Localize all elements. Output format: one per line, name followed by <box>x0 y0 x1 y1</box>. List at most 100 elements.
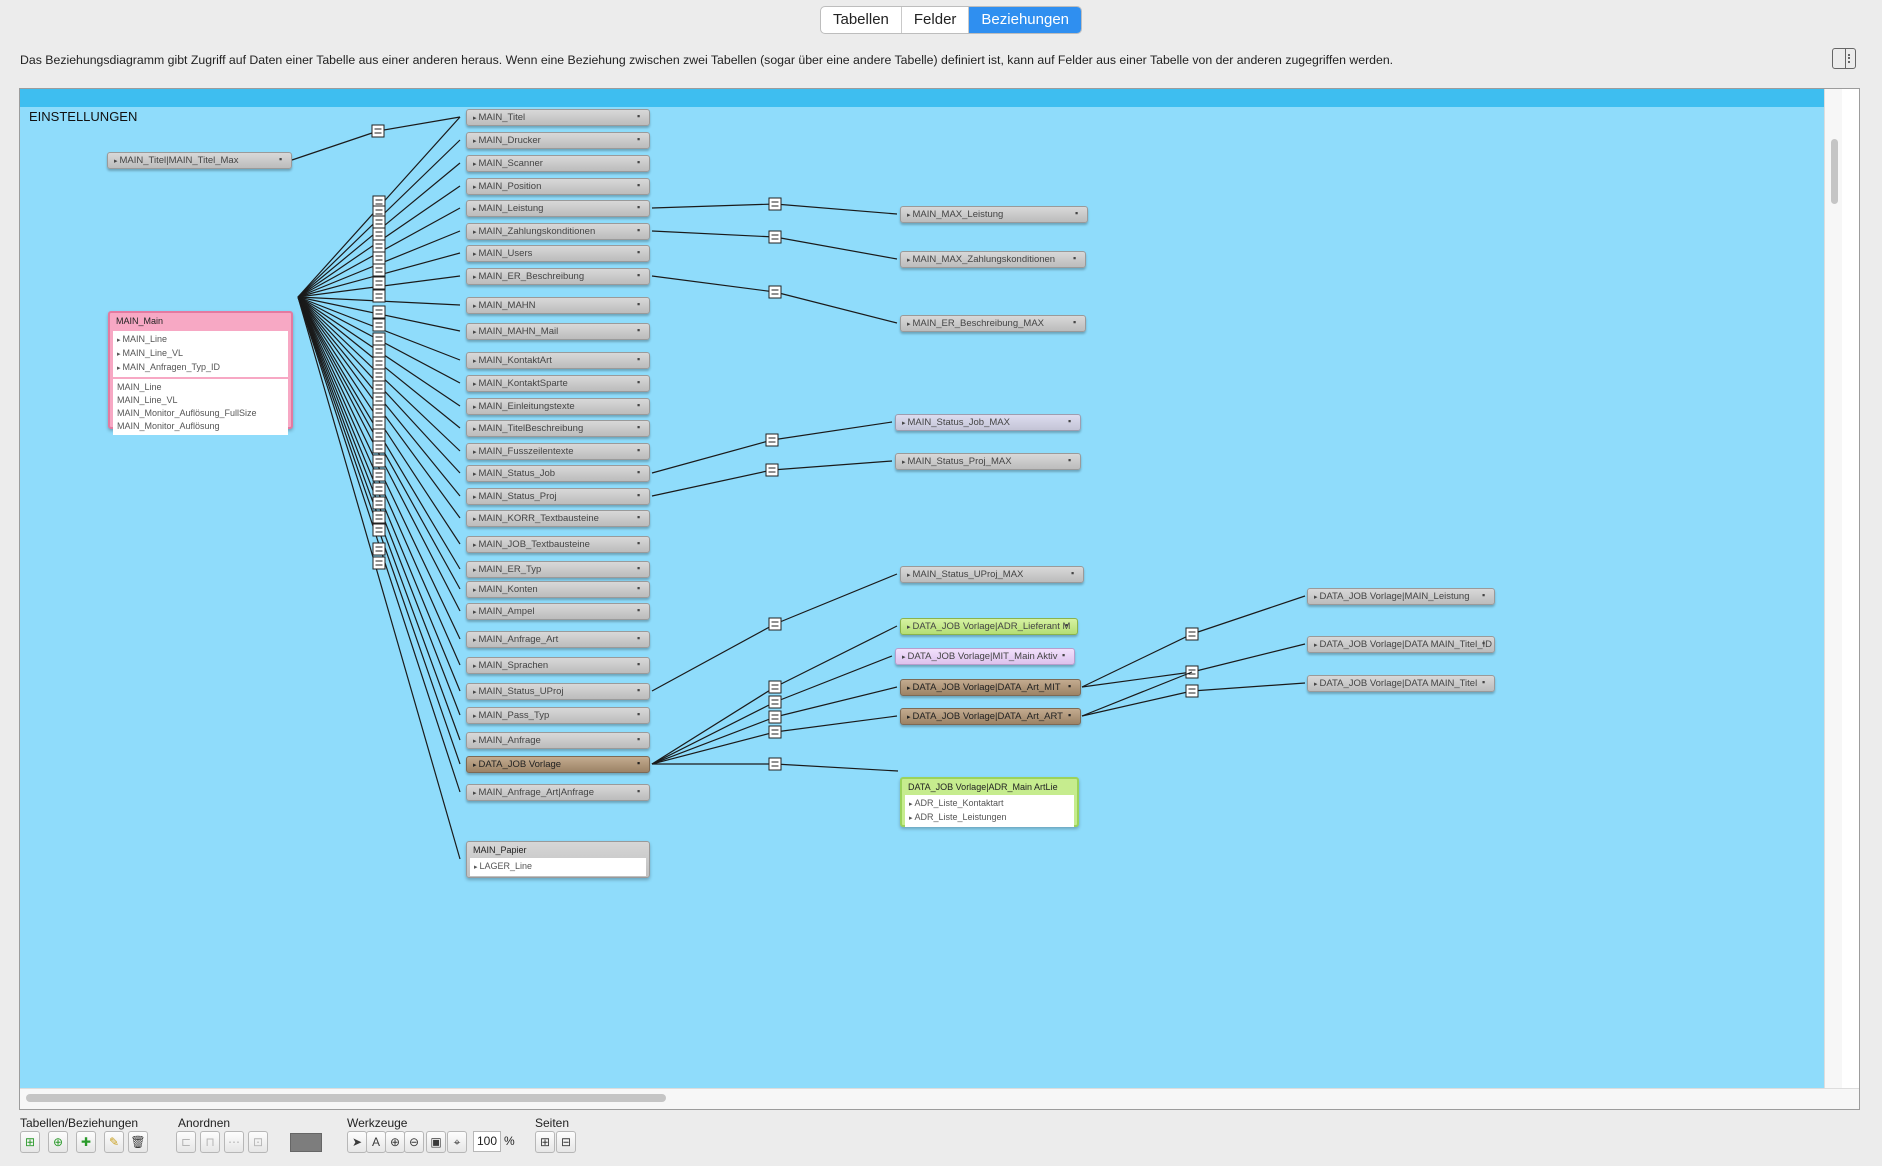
collapse-icon[interactable]: ▪ <box>637 134 641 144</box>
relationship-operator-icon[interactable] <box>768 285 782 299</box>
relationship-operator-icon[interactable] <box>372 289 386 303</box>
relationship-line[interactable] <box>774 715 898 733</box>
relationship-operator-icon[interactable] <box>372 251 386 265</box>
table-art-art[interactable]: DATA_JOB Vorlage|DATA_Art_ART▪ <box>900 708 1081 725</box>
collapse-icon[interactable]: ▪ <box>637 538 641 548</box>
relationship-operator-icon[interactable] <box>372 404 386 418</box>
collapse-icon[interactable]: ▪ <box>637 157 641 167</box>
collapse-icon[interactable]: ▪ <box>637 422 641 432</box>
table-er-beschr[interactable]: MAIN_ER_Beschreibung▪ <box>466 268 650 285</box>
color-swatch[interactable] <box>290 1133 322 1152</box>
table-scanner[interactable]: MAIN_Scanner▪ <box>466 155 650 172</box>
collapse-icon[interactable]: ▪ <box>637 111 641 121</box>
resize-icon[interactable]: ⊡ <box>248 1131 268 1153</box>
collapse-icon[interactable]: ▪ <box>637 202 641 212</box>
table-kontaktsparte[interactable]: MAIN_KontaktSparte▪ <box>466 375 650 392</box>
table-titel-max[interactable]: MAIN_Titel|MAIN_Titel_Max▪ <box>107 152 292 169</box>
table-er-beschr-max[interactable]: MAIN_ER_Beschreibung_MAX▪ <box>900 315 1086 332</box>
relationship-operator-icon[interactable] <box>372 239 386 253</box>
relationship-line[interactable] <box>1191 682 1306 692</box>
relationship-line[interactable] <box>651 701 776 765</box>
relationship-line[interactable] <box>774 686 898 718</box>
table-korr[interactable]: MAIN_KORR_Textbausteine▪ <box>466 510 650 527</box>
collapse-icon[interactable]: ▪ <box>637 490 641 500</box>
table-r-titel-id[interactable]: DATA_JOB Vorlage|DATA MAIN_Titel_ID▪ <box>1307 636 1495 653</box>
relationship-line[interactable] <box>1081 633 1193 688</box>
collapse-icon[interactable]: ▪ <box>1068 681 1072 691</box>
relationship-operator-icon[interactable] <box>765 433 779 447</box>
collapse-icon[interactable]: ▪ <box>637 583 641 593</box>
collapse-icon[interactable]: ▪ <box>1075 208 1079 218</box>
tab-beziehungen[interactable]: Beziehungen <box>969 7 1081 33</box>
relationship-line[interactable] <box>774 763 899 772</box>
collapse-icon[interactable]: ▪ <box>637 563 641 573</box>
tab-tabellen[interactable]: Tabellen <box>821 7 902 33</box>
relationship-operator-icon[interactable] <box>372 496 386 510</box>
relationship-operator-icon[interactable] <box>372 318 386 332</box>
table-mahn-mail[interactable]: MAIN_MAHN_Mail▪ <box>466 323 650 340</box>
collapse-icon[interactable]: ▪ <box>1482 677 1486 687</box>
table-main-main[interactable]: MAIN_Main MAIN_Line MAIN_Line_VL MAIN_An… <box>108 311 293 435</box>
relationship-operator-icon[interactable] <box>371 124 385 138</box>
collapse-icon[interactable]: ▪ <box>1482 590 1486 600</box>
relationship-operator-icon[interactable] <box>372 440 386 454</box>
relationship-operator-icon[interactable] <box>768 680 782 694</box>
collapse-icon[interactable]: ▪ <box>637 633 641 643</box>
collapse-icon[interactable]: ▪ <box>637 377 641 387</box>
relationship-line[interactable] <box>377 116 461 132</box>
collapse-icon[interactable]: ▪ <box>637 512 641 522</box>
table-r-leistung[interactable]: DATA_JOB Vorlage|MAIN_Leistung▪ <box>1307 588 1495 605</box>
relationship-operator-icon[interactable] <box>372 542 386 556</box>
table-position[interactable]: MAIN_Position▪ <box>466 178 650 195</box>
table-lieferant[interactable]: DATA_JOB Vorlage|ADR_Lieferant M▪ <box>900 618 1078 635</box>
relationship-line[interactable] <box>1081 671 1193 717</box>
page-layout-icon[interactable]: ⊞ <box>535 1131 555 1153</box>
table-ampel[interactable]: MAIN_Ampel▪ <box>466 603 650 620</box>
table-fusszeilen[interactable]: MAIN_Fusszeilentexte▪ <box>466 443 650 460</box>
relationship-line[interactable] <box>297 296 461 640</box>
collapse-icon[interactable]: ▪ <box>637 400 641 410</box>
collapse-icon[interactable]: ▪ <box>637 225 641 235</box>
table-status-uproj[interactable]: MAIN_Status_UProj▪ <box>466 683 650 700</box>
collapse-icon[interactable]: ▪ <box>1482 638 1486 648</box>
relationship-line[interactable] <box>774 655 893 703</box>
relationship-line[interactable] <box>1191 643 1306 673</box>
collapse-icon[interactable]: ▪ <box>1068 455 1072 465</box>
relationship-line[interactable] <box>651 716 776 765</box>
relationship-line[interactable] <box>1081 671 1193 688</box>
relationship-operator-icon[interactable] <box>372 368 386 382</box>
relationship-operator-icon[interactable] <box>768 617 782 631</box>
relationship-operator-icon[interactable] <box>768 710 782 724</box>
fit-window-icon[interactable]: ▣ <box>426 1131 446 1153</box>
relationship-operator-icon[interactable] <box>768 197 782 211</box>
relationship-line[interactable] <box>651 275 776 293</box>
relationship-line[interactable] <box>651 731 776 765</box>
relationship-operator-icon[interactable] <box>1185 627 1199 641</box>
table-pass-typ[interactable]: MAIN_Pass_Typ▪ <box>466 707 650 724</box>
align-left-icon[interactable]: ⊏ <box>176 1131 196 1153</box>
relationship-line[interactable] <box>771 460 893 471</box>
collapse-icon[interactable]: ▪ <box>637 354 641 364</box>
relationship-operator-icon[interactable] <box>768 230 782 244</box>
table-mahn[interactable]: MAIN_MAHN▪ <box>466 297 650 314</box>
add-table-icon[interactable]: ⊞ <box>20 1131 40 1153</box>
collapse-icon[interactable]: ▪ <box>637 685 641 695</box>
collapse-icon[interactable]: ▪ <box>1065 620 1069 630</box>
vertical-scrollbar[interactable] <box>1824 89 1842 1089</box>
table-art-mit[interactable]: DATA_JOB Vorlage|DATA_Art_MIT▪ <box>900 679 1081 696</box>
relationship-operator-icon[interactable] <box>372 428 386 442</box>
table-anfrage[interactable]: MAIN_Anfrage▪ <box>466 732 650 749</box>
relationship-operator-icon[interactable] <box>372 276 386 290</box>
sidebar-toggle-icon[interactable] <box>1832 48 1856 69</box>
relationship-operator-icon[interactable] <box>768 695 782 709</box>
collapse-icon[interactable]: ▪ <box>279 154 283 164</box>
relationship-line[interactable] <box>1081 690 1193 717</box>
relationship-operator-icon[interactable] <box>372 510 386 524</box>
collapse-icon[interactable]: ▪ <box>637 299 641 309</box>
relationship-line[interactable] <box>651 203 776 209</box>
relationship-operator-icon[interactable] <box>372 263 386 277</box>
table-titel[interactable]: MAIN_Titel▪ <box>466 109 650 126</box>
table-konten[interactable]: MAIN_Konten▪ <box>466 581 650 598</box>
zoom-field-icon[interactable]: ⌖ <box>447 1131 467 1153</box>
relationship-line[interactable] <box>774 203 898 215</box>
